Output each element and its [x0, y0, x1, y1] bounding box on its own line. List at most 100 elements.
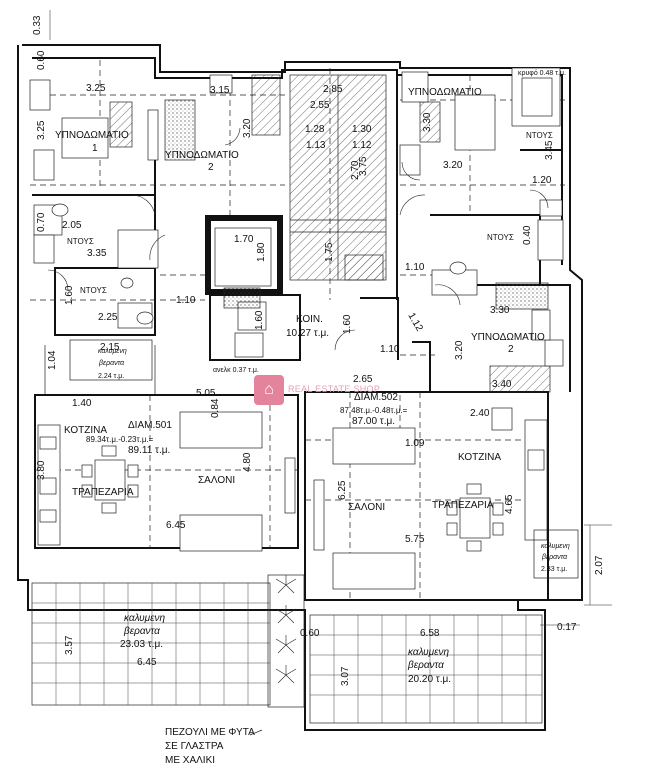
dim-120: 1.20	[532, 175, 552, 186]
label-pump: κρυφό 0.48 τ.μ.	[518, 69, 566, 77]
label-kitchen-right: ΚΟΤΖΙΝΑ	[458, 452, 501, 463]
dim-375: 3.75	[358, 156, 369, 176]
label-veranda-right-area: 20.20 τ.μ.	[408, 674, 451, 685]
dim-265: 2.65	[353, 374, 373, 385]
dim-113: 1.13	[306, 140, 326, 151]
dim-017: 0.17	[557, 622, 577, 633]
label-shower-d: ΝΤΟΥΣ	[526, 131, 553, 140]
dim-033: 0.33	[32, 15, 43, 35]
note-planter-line3: ΜΕ ΧΑΛΙΚΙ	[165, 755, 215, 766]
dim-128: 1.28	[305, 124, 325, 135]
door-swings	[47, 127, 549, 351]
dim-285: 2.85	[323, 84, 343, 95]
dim-380: 3.80	[36, 460, 47, 480]
dim-307: 3.07	[340, 666, 351, 686]
veranda-right	[309, 614, 543, 724]
dim-480: 4.80	[242, 452, 253, 472]
dim-109: 1.09	[405, 438, 425, 449]
house-icon: ⌂	[254, 375, 284, 405]
label-bedroom-1-num: 1	[92, 143, 98, 154]
label-dining-right: ΤΡΑΠΕΖΑΡΙΑ	[432, 500, 494, 511]
label-right-small-veranda-l1: καλυμενη	[541, 543, 570, 550]
label-apt502-title: ΔΙΑΜ.502	[354, 392, 398, 403]
label-common-area: 10.27 τ.μ.	[286, 328, 329, 339]
dim-110-b: 1.10	[176, 295, 196, 306]
dim-140: 1.40	[72, 398, 92, 409]
label-apt501-area: 89.11 τ.μ.	[128, 445, 170, 456]
watermark-text: REAL ESTATE SHOP	[288, 384, 381, 394]
dim-325: 3.25	[86, 83, 106, 94]
dim-320-vertical: 3.20	[242, 118, 253, 138]
label-small-veranda-l2: βεραντα	[98, 360, 125, 367]
label-bedroom-right-1: ΥΠΝΟΔΩΜΑΤΙΟ	[408, 87, 482, 98]
dim-040: 0.40	[522, 225, 533, 245]
label-apt502-formula: 87.48τ.μ.-0.48τ.μ.=	[340, 406, 408, 415]
dim-345-vertical: 3.45	[544, 140, 555, 160]
dim-180: 1.80	[256, 242, 267, 262]
dim-207: 2.07	[594, 555, 605, 575]
dim-330-right: 3.30	[490, 305, 510, 316]
label-small-veranda-area: 2.24 τ.μ.	[98, 373, 124, 380]
dim-325-vertical: 3.25	[36, 120, 47, 140]
label-elevator: ανελκ 0.37 τ.μ.	[213, 367, 259, 374]
veranda-left	[31, 582, 271, 706]
label-living-right: ΣΑΛΟΝΙ	[348, 502, 385, 513]
dim-255: 2.55	[310, 100, 330, 111]
dim-505: 5.05	[196, 388, 216, 399]
label-small-veranda-l1: καλυμενη	[98, 348, 127, 355]
label-shower-a: ΝΤΟΥΣ	[67, 237, 94, 246]
dim-205: 2.05	[62, 220, 82, 231]
label-apt501-formula: 89.34τ.μ.-0.23τ.μ.=	[86, 435, 154, 444]
label-right-small-veranda-area: 2.33 τ.μ.	[541, 566, 567, 573]
dim-112-diagonal: 1.12	[405, 311, 424, 334]
label-bedroom-right-2-num: 2	[508, 344, 514, 355]
label-kitchen-left: ΚΟΤΖΙΝΑ	[64, 425, 107, 436]
dim-335: 3.35	[87, 248, 107, 259]
dim-110-a: 1.10	[405, 262, 425, 273]
label-bedroom-1-title: ΥΠΝΟΔΩΜΑΤΙΟ	[55, 130, 129, 141]
label-bedroom-right-2-title: ΥΠΝΟΔΩΜΑΤΙΟ	[471, 332, 545, 343]
label-bedroom-2-title: ΥΠΝΟΔΩΜΑΤΙΟ	[165, 150, 239, 161]
label-shower-c: ΝΤΟΥΣ	[487, 233, 514, 242]
dim-104: 1.04	[47, 350, 58, 370]
staircase	[289, 74, 387, 281]
label-shower-b: ΝΤΟΥΣ	[80, 286, 107, 295]
label-common-title: ΚΟΙΝ.	[296, 314, 323, 325]
dim-070: 0.70	[36, 212, 47, 232]
label-apt502-area: 87.00 τ.μ.	[352, 416, 395, 427]
label-bedroom-2-num: 2	[208, 162, 214, 173]
label-veranda-right-l2: βεραντα	[407, 660, 444, 671]
dim-112: 1.12	[352, 140, 372, 151]
label-veranda-left-area: 23.03 τ.μ.	[120, 639, 163, 650]
dim-645: 6.45	[166, 520, 186, 531]
dim-575: 5.75	[405, 534, 425, 545]
dimension-lines	[49, 10, 612, 626]
label-veranda-left-l1: καλυμενη	[124, 613, 166, 624]
dim-320-horizontal: 3.20	[443, 160, 463, 171]
dim-625: 6.25	[337, 480, 348, 500]
label-veranda-right-l1: καλυμενη	[408, 647, 450, 658]
note-planter-line2: ΣΕ ΓΛΑΣΤΡΑ	[165, 741, 224, 752]
dim-060: 0.60	[36, 50, 47, 70]
dim-330-vertical: 3.30	[422, 112, 433, 132]
dim-175: 1.75	[324, 242, 335, 262]
label-living-left: ΣΑΛΟΝΙ	[198, 475, 235, 486]
note-planter-line1: ΠΕΖΟΥΛΙ ΜΕ ΦΥΤΑ	[165, 727, 255, 738]
dim-110-c: 1.10	[380, 344, 400, 355]
dim-315: 3.15	[210, 85, 230, 96]
dim-658: 6.58	[420, 628, 440, 639]
dim-270: 2.70	[350, 160, 361, 180]
dim-160-a: 1.60	[64, 285, 75, 305]
dim-160-b: 1.60	[254, 310, 265, 330]
dim-060-b: 0.60	[300, 628, 320, 639]
label-dining-left: ΤΡΑΠΕΖΑΡΙΑ	[72, 487, 134, 498]
dim-357: 3.57	[64, 635, 75, 655]
planter-strip	[267, 574, 305, 708]
dim-225: 2.25	[98, 312, 118, 323]
dim-084: 0.84	[210, 398, 221, 418]
dim-130: 1.30	[352, 124, 372, 135]
dim-240: 2.40	[470, 408, 490, 419]
dim-215: 2.15	[100, 342, 120, 353]
dim-465: 4.65	[504, 494, 515, 514]
